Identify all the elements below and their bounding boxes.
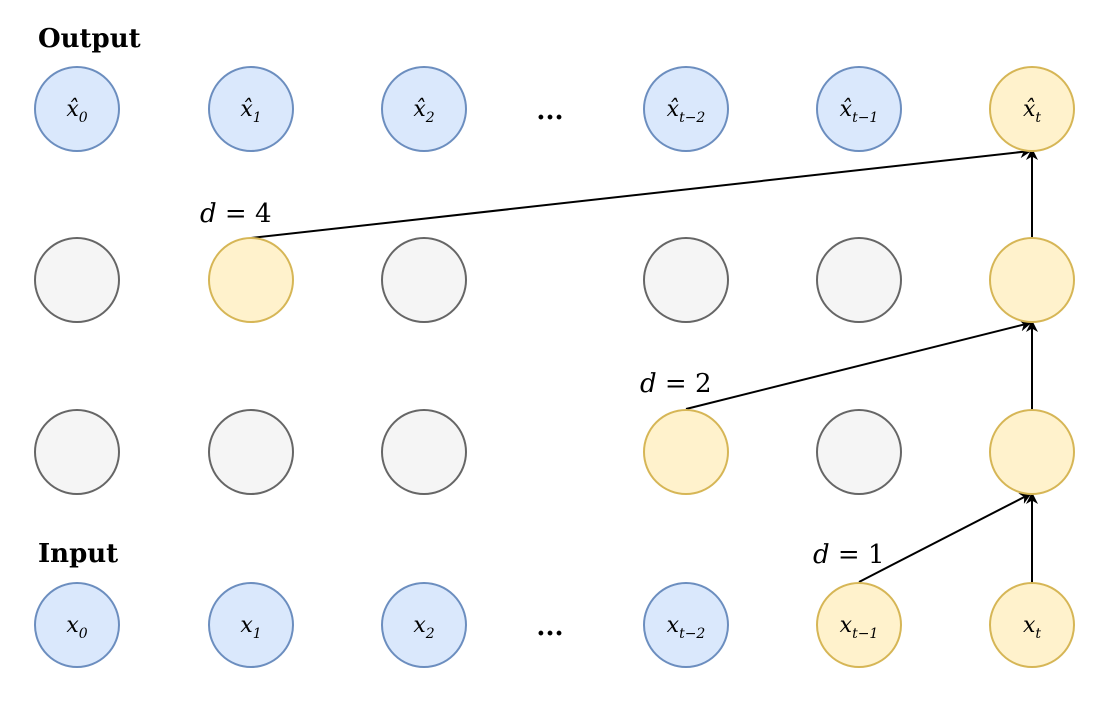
hidden-layer-1-node-5 xyxy=(816,409,902,495)
hidden-layer-1-node-2 xyxy=(381,409,467,495)
output-node-label-5: x̂t−1 xyxy=(840,97,879,126)
output-ellipsis: ... xyxy=(536,96,563,126)
edge-d4-hidden2-to-output xyxy=(250,146,1032,239)
hidden-layer-1-node-4 xyxy=(643,409,729,495)
output-section-label: Output xyxy=(38,24,141,54)
hidden-layer-2-node-4 xyxy=(643,237,729,323)
dilation-label-d4: d = 4 xyxy=(200,199,272,229)
hidden-layer-1-node-1 xyxy=(208,409,294,495)
hidden-layer-1-node-6 xyxy=(989,409,1075,495)
input-node-label-0: x0 xyxy=(66,613,87,642)
dilation-label-d2: d = 2 xyxy=(640,369,712,399)
hidden-layer-2-node-5 xyxy=(816,237,902,323)
input-node-5 xyxy=(816,582,902,668)
dilation-label-d1: d = 1 xyxy=(813,540,885,570)
output-node-label-0: x̂0 xyxy=(66,97,87,126)
hidden-layer-2-node-6 xyxy=(989,237,1075,323)
output-node-6 xyxy=(989,66,1075,152)
input-node-label-2: x2 xyxy=(413,613,434,642)
output-node-5 xyxy=(816,66,902,152)
input-node-label-6: xt xyxy=(1023,613,1041,642)
output-node-2 xyxy=(381,66,467,152)
output-node-0 xyxy=(34,66,120,152)
input-node-label-5: xt−1 xyxy=(840,613,879,642)
output-node-label-4: x̂t−2 xyxy=(667,97,706,126)
input-ellipsis: ... xyxy=(536,612,563,642)
hidden-layer-1-node-0 xyxy=(34,409,120,495)
nodes-layer: x̂0 x̂1 x̂2... x̂t−2 x̂t−1 x̂t x0 x1 x2... xt−2 xt… xyxy=(34,66,1075,668)
hidden-layer-2-node-2 xyxy=(381,237,467,323)
output-node-4 xyxy=(643,66,729,152)
input-node-1 xyxy=(208,582,294,668)
hidden-layer-2-node-1 xyxy=(208,237,294,323)
connection-edges xyxy=(250,146,1038,583)
output-node-label-1: x̂1 xyxy=(240,97,261,126)
input-node-6 xyxy=(989,582,1075,668)
input-node-label-1: x1 xyxy=(240,613,261,642)
output-node-label-2: x̂2 xyxy=(413,97,434,126)
input-node-4 xyxy=(643,582,729,668)
input-node-label-4: xt−2 xyxy=(667,613,706,642)
output-node-1 xyxy=(208,66,294,152)
edge-d2-hidden1-to-hidden2 xyxy=(685,319,1032,410)
input-section-label: Input xyxy=(38,539,118,569)
edge-d1-input-to-hidden1 xyxy=(858,493,1032,583)
output-node-label-6: x̂t xyxy=(1023,97,1041,126)
hidden-layer-2-node-0 xyxy=(34,237,120,323)
input-node-0 xyxy=(34,582,120,668)
input-node-2 xyxy=(381,582,467,668)
